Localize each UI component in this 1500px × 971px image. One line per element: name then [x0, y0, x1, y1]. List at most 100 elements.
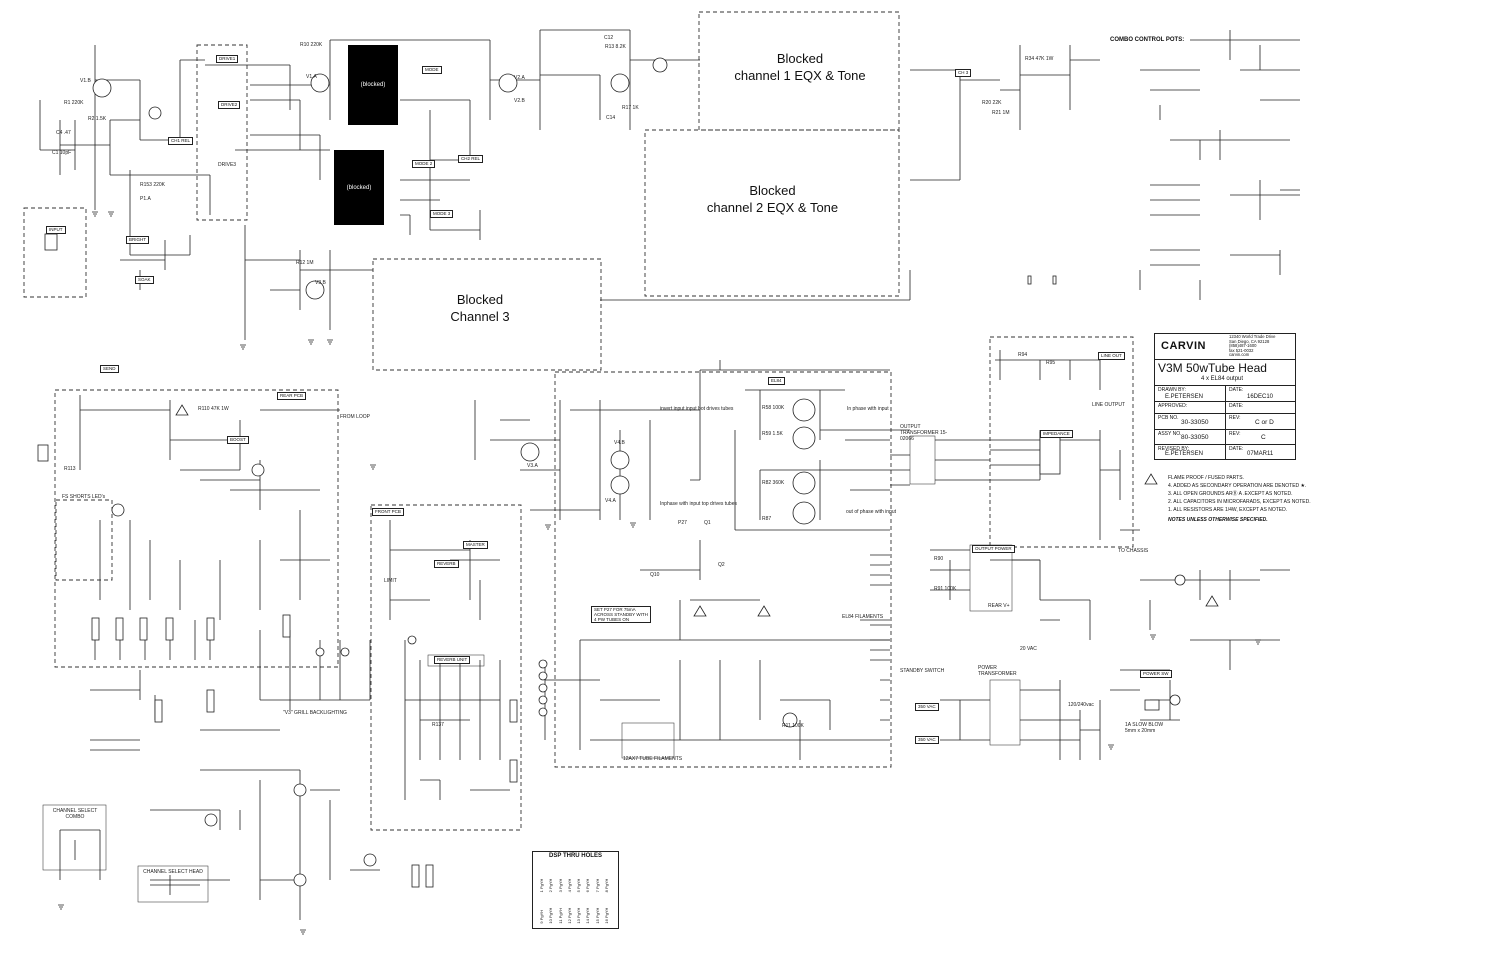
- assy-label: ASSY NO.: [1158, 431, 1182, 437]
- component-label: Q1: [704, 520, 711, 526]
- 350vac-a-label: 350 VAC: [915, 703, 939, 711]
- mode2-label: MODE 2: [412, 160, 436, 168]
- dsp-pin: 14 PgYH: [585, 907, 591, 924]
- dsp-title: DSP THRU HOLES: [549, 853, 602, 859]
- note-item: 4. ADDED AS SECONDARY OPERATION ARE DENO…: [1168, 483, 1307, 489]
- ch1-rel-label: CH1 REL: [168, 137, 194, 145]
- date-label: DATE:: [1229, 387, 1244, 393]
- rear-pcb-wiring: [79, 395, 380, 920]
- power-sw-label: POWER SW: [1140, 670, 1172, 678]
- misc-parts: [37, 57, 1219, 887]
- combo-pots-wiring: [1139, 30, 1300, 300]
- component-label: C12: [604, 35, 614, 41]
- impedance-box: [989, 336, 1134, 548]
- assy-value: 80-33050: [1181, 434, 1209, 441]
- input-label: INPUT: [46, 226, 66, 234]
- component-label: R82 360K: [762, 480, 785, 486]
- tube-v5a: [792, 398, 816, 422]
- reverb-unit-box: [427, 654, 485, 667]
- power-amp-wiring: [474, 360, 1091, 760]
- power-transformer-box: [989, 679, 1021, 746]
- channel-select-combo-label: CHANNEL SELECT COMBO: [52, 808, 98, 820]
- assy-rev-value: C: [1261, 434, 1266, 441]
- channel-select-head-box: [137, 865, 209, 903]
- dsp-pin: 2 PgYH: [548, 878, 554, 893]
- address-line: (858)487-1600: [1229, 343, 1257, 349]
- component-label: R95: [1046, 360, 1056, 366]
- component-label: V4.A: [605, 498, 616, 504]
- address-line: 12340 World Trade Drive: [1229, 334, 1276, 339]
- component-label: V2.B: [514, 98, 525, 104]
- drawn-by-label: DRAWN BY:: [1158, 387, 1186, 393]
- component-label: R137: [432, 722, 444, 728]
- from-loop-label: FROM LOOP: [340, 414, 371, 420]
- dsp-pin: 4 PgYH: [566, 878, 572, 893]
- component-label: V3.A: [527, 463, 538, 469]
- component-label: R21 1M: [992, 110, 1010, 116]
- blocked-ch2-label: Blocked channel 2 EQX & Tone: [690, 182, 855, 216]
- blocked-ch2-line2: channel 2 EQX & Tone: [706, 200, 839, 215]
- 350vac-b-label: 350 VAC: [915, 736, 939, 744]
- blocked-ch1-label: Blocked channel 1 EQX & Tone: [720, 50, 880, 84]
- 20vac-label: 20 VAC: [1020, 646, 1037, 652]
- blocked-small-2: (blocked): [334, 150, 384, 225]
- filament-box: [621, 722, 675, 759]
- mode3-label: MODE 3: [430, 210, 454, 218]
- note-item: 3. ALL OPEN GROUNDS ARⒷ A .EXCEPT AS NOT…: [1168, 491, 1293, 497]
- fs-box: [55, 499, 113, 581]
- pcb-rev-value: C or D: [1255, 419, 1274, 426]
- inphase-bot-note: Inphase with input top drives tubes: [660, 501, 737, 507]
- component-label: R113: [64, 466, 76, 472]
- component-label: P27: [678, 520, 687, 526]
- blocked-ch2-line1: Blocked: [749, 183, 796, 198]
- drive2-label: DRIVE2: [218, 101, 241, 109]
- ch3-label: CH 3: [955, 69, 972, 77]
- blocked-ch3-label: Blocked Channel 3: [420, 291, 540, 325]
- brand-logo: CARVIN: [1161, 340, 1206, 352]
- send-label: SEND: [100, 365, 119, 373]
- drawing-title: V3M 50wTube Head: [1158, 361, 1267, 375]
- pcb-value: 30-33050: [1181, 419, 1209, 426]
- dsp-pin: 1 PgYH: [539, 878, 544, 893]
- tube-v1a: [310, 73, 330, 93]
- tube-v4a: [610, 475, 630, 495]
- component-label: R11 100K: [782, 723, 804, 729]
- to-chassis-label: TO CHASSIS: [1118, 548, 1149, 554]
- ch2-rel-label: CH2 REL: [458, 155, 484, 163]
- dsp-pin: 5 PgYH: [576, 878, 581, 893]
- component-label: C1 10pF: [52, 150, 72, 156]
- title-block: CARVIN 12340 World Trade Drive San Diego…: [1154, 333, 1296, 460]
- dsp-pin: 3 PgYH: [557, 878, 563, 893]
- dsp-pin: 8 PgYH: [603, 878, 609, 893]
- component-label: Q2: [718, 562, 725, 568]
- revised-by-value: E.PETERSEN: [1165, 451, 1204, 457]
- dsp-pin-grid: 1 PgYH 2 PgYH 3 PgYH 4 PgYH 5 PgYH 6 PgY…: [539, 864, 612, 924]
- boost-label: BOOST: [227, 436, 249, 444]
- dsp-pin: 16 PgYH: [603, 907, 609, 924]
- note-item: FLAME PROOF / FUSED PARTS.: [1168, 475, 1244, 481]
- reverb-label: REVERB: [434, 560, 459, 568]
- component-label: R17 1K: [622, 105, 639, 111]
- tube-v2b: [610, 73, 630, 93]
- component-label: V1.B: [80, 78, 91, 84]
- tube-v4c: [782, 712, 798, 728]
- component-label: R34 47K 1W: [1025, 56, 1054, 62]
- dsp-pin: 11 PgYH: [557, 908, 563, 924]
- power-amp-box: [554, 371, 892, 768]
- el84-filaments-label: EL84 FILAMENTS: [842, 614, 884, 620]
- blocked-ch1-line1: Blocked: [776, 51, 824, 66]
- grill-backlight-label: "V3" GRILL BACKLIGHTING: [283, 710, 347, 716]
- out-phase-note: out of phase with input: [846, 509, 897, 515]
- rear-pcb-box: [54, 389, 339, 668]
- drive1-label: DRIVE1: [216, 55, 239, 63]
- component-label: R91 100K: [934, 586, 957, 592]
- component-label: R90: [934, 556, 944, 562]
- drive3-label: DRIVE3: [218, 162, 237, 168]
- dsp-pin: 10 PgYH: [548, 907, 554, 924]
- component-label: R87: [762, 516, 772, 522]
- fs-shorts-label: FS SHORTS LED's: [62, 494, 106, 500]
- component-label: R12 1M: [296, 260, 314, 266]
- tube-v3b: [305, 280, 325, 300]
- input-jack-box: [23, 207, 87, 298]
- component-label: R10 220K: [300, 42, 323, 48]
